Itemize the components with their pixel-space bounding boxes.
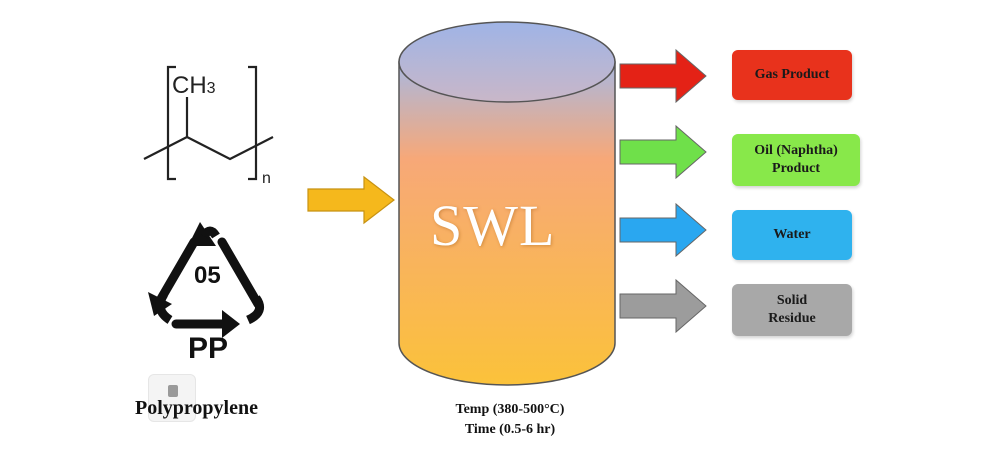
recycle-triangle-icon xyxy=(148,222,265,338)
reactor-cylinder xyxy=(398,21,616,386)
overlay-sticker-dot xyxy=(168,385,178,397)
polypropylene-structure xyxy=(143,65,274,181)
polymer-chain xyxy=(143,135,274,161)
recycle-abbreviation: PP xyxy=(188,332,229,365)
right-bracket xyxy=(248,65,258,181)
solid-arrow xyxy=(619,278,707,334)
temperature-condition: Temp (380-500°C) xyxy=(455,402,565,417)
gas-arrow xyxy=(619,48,707,104)
oil-arrow xyxy=(619,124,707,180)
output-arrows xyxy=(619,48,707,334)
water-arrow xyxy=(619,202,707,258)
overlay-sticker xyxy=(148,374,196,422)
product-oil-box: Oil (Naphtha) Product xyxy=(732,134,860,186)
time-condition: Time (0.5-6 hr) xyxy=(464,422,556,437)
input-arrow xyxy=(307,175,395,225)
feedstock-name: Polypropylene xyxy=(135,397,258,419)
repeat-unit-subscript: n xyxy=(262,170,271,187)
product-water-box: Water xyxy=(732,210,852,260)
product-solid-label: Solid Residue xyxy=(768,293,816,326)
reactor-conditions: Temp (380-500°C) Time (0.5-6 hr) xyxy=(420,400,600,440)
product-solid-box: Solid Residue xyxy=(732,284,852,336)
methyl-group-label: CH3 xyxy=(172,72,216,99)
reactor-label: SWL xyxy=(430,193,556,258)
recycle-code: 05 xyxy=(194,262,221,289)
product-water-label: Water xyxy=(773,227,811,242)
product-gas-label: Gas Product xyxy=(754,67,830,82)
left-bracket xyxy=(166,65,176,181)
product-gas-box: Gas Product xyxy=(732,50,852,100)
product-oil-label: Oil (Naphtha) Product xyxy=(754,143,838,176)
